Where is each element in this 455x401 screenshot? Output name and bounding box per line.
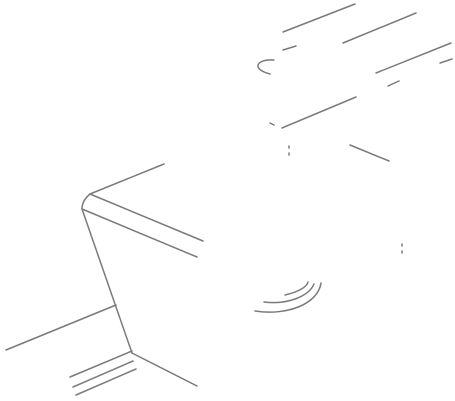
upper-long-edge: [89, 193, 204, 242]
short-dash-2: [439, 58, 453, 64]
middle-long-line: [281, 96, 357, 129]
top-second-line: [342, 12, 417, 44]
right-bottom-edge: [131, 352, 198, 387]
tick-left: [269, 122, 275, 126]
curve-2: [263, 283, 315, 304]
bottom-edge-1: [69, 350, 133, 378]
center-curves: [254, 281, 322, 313]
small-arc-left: [257, 59, 275, 75]
upper-slanted-line: [89, 163, 165, 195]
upper-right-plane: [257, 3, 453, 254]
bottom-edge-3: [75, 368, 137, 396]
rounded-corner: [81, 193, 91, 210]
diagonal-down-line: [349, 144, 390, 162]
short-dash-1: [282, 45, 297, 51]
short-dash-3: [387, 80, 400, 87]
curve-1: [254, 282, 322, 313]
curve-3: [284, 281, 309, 296]
top-edge-line: [282, 3, 356, 33]
lower-long-edge: [81, 208, 198, 258]
left-support-line: [5, 304, 117, 351]
vertical-edge: [81, 208, 133, 354]
lower-left-object: [5, 163, 204, 396]
long-right-line-1: [375, 42, 452, 74]
bottom-edge-2: [72, 360, 134, 388]
